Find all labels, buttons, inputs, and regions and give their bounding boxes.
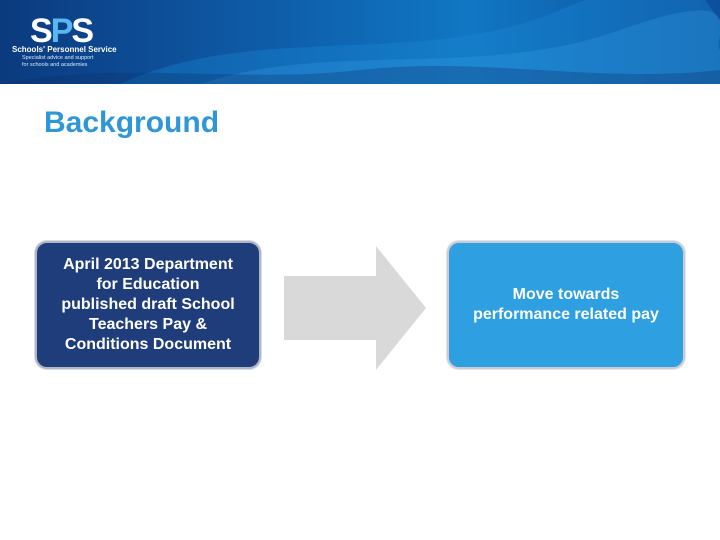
- left-box-line: April 2013 Department: [63, 256, 233, 273]
- sps-logo: SPS: [30, 12, 94, 50]
- right-arrow-icon: [284, 246, 426, 370]
- logo-letter-p: P: [50, 12, 74, 50]
- left-box-line: Conditions Document: [64, 336, 232, 353]
- slide-title: Background: [44, 106, 220, 139]
- left-box-line: published draft School: [61, 296, 235, 313]
- left-process-box: April 2013 Department for Education publ…: [35, 241, 261, 369]
- logo-letter-s2: S: [71, 12, 94, 50]
- tagline-line: for schools and academies: [22, 62, 88, 68]
- right-box-line: performance related pay: [473, 306, 659, 323]
- left-box-line: for Education: [96, 276, 200, 293]
- logo-letter-s1: S: [30, 12, 53, 50]
- org-tagline: Specialist advice and support for school…: [22, 55, 94, 69]
- left-box-text: April 2013 Department for Education publ…: [45, 255, 250, 355]
- right-box-text: Move towards performance related pay: [453, 285, 679, 325]
- banner-wave-graphic: [0, 0, 720, 84]
- org-name: Schools' Personnel Service: [12, 45, 117, 54]
- tagline-line: Specialist advice and support: [22, 55, 94, 61]
- right-process-box: Move towards performance related pay: [447, 241, 685, 369]
- left-box-line: Teachers Pay &: [89, 316, 207, 333]
- right-box-line: Move towards: [512, 286, 620, 303]
- header-banner: SPS Schools' Personnel Service Specialis…: [0, 0, 720, 84]
